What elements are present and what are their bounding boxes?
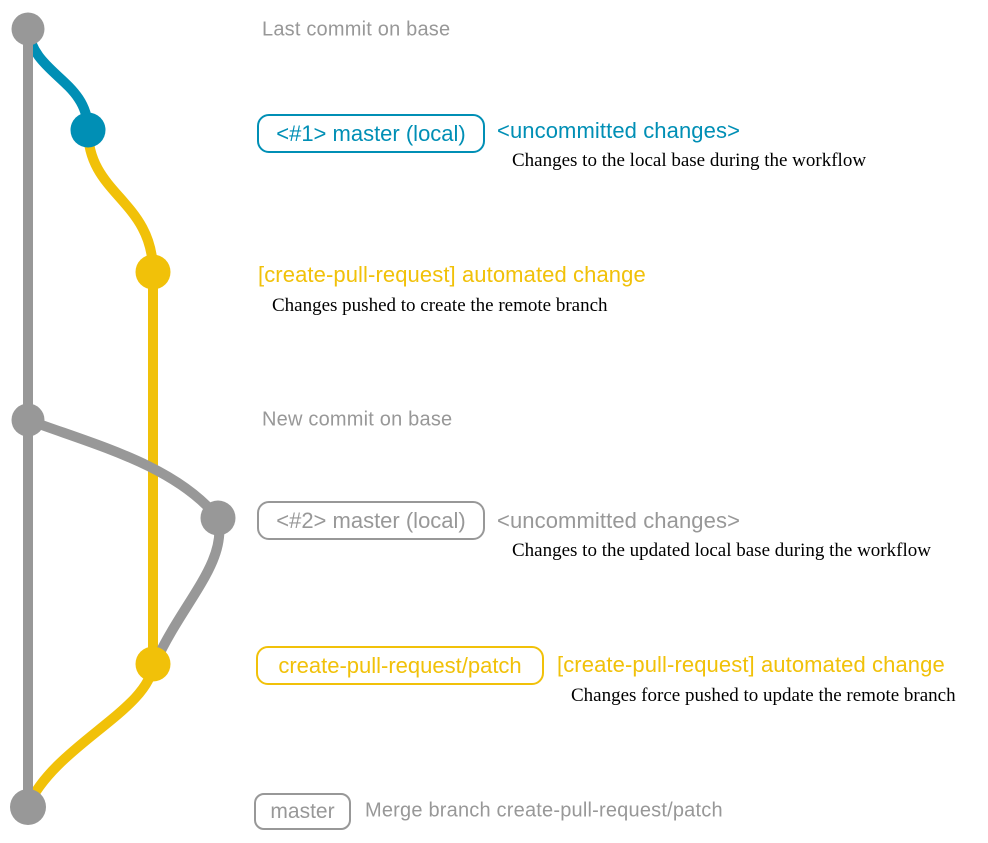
commit-desc-uncommitted-2: Changes to the updated local base during… [512, 540, 931, 561]
branch-badge-create-pull-request-patch: create-pull-request/patch [256, 646, 544, 685]
annotation-new-commit-on-base: New commit on base [262, 408, 453, 431]
commit-dot-merge [10, 789, 46, 825]
commit-desc-automated-1: Changes pushed to create the remote bran… [272, 295, 608, 316]
branch-curve-patch-merge [23, 659, 158, 811]
branch-badge-master: master [254, 793, 351, 830]
commit-dot-patch-1 [135, 254, 171, 290]
commit-title-automated-1: [create-pull-request] automated change [258, 262, 646, 287]
commit-dot-new-base [11, 403, 45, 437]
annotation-last-commit-on-base: Last commit on base [262, 18, 451, 41]
branch-badge-create-pull-request-patch-label: create-pull-request/patch [278, 652, 522, 678]
commit-title-uncommitted-2: <uncommitted changes> [497, 508, 741, 533]
branch-curve-rebase-out [23, 415, 223, 523]
commit-dot-last-base [11, 12, 45, 46]
branch-badge-master-label: master [270, 799, 335, 823]
branch-badge-master-local-2-label: <#2> master (local) [276, 507, 466, 533]
branch-curve-patch-out [83, 125, 158, 277]
branch-badge-master-local-1-label: <#1> master (local) [276, 120, 466, 146]
branch-curve-local-master [23, 24, 93, 135]
commit-desc-uncommitted-1: Changes to the local base during the wor… [512, 150, 867, 171]
commit-title-automated-2: [create-pull-request] automated change [557, 652, 945, 677]
commit-title-uncommitted-1: <uncommitted changes> [497, 118, 741, 143]
commit-desc-automated-2: Changes force pushed to update the remot… [571, 685, 956, 706]
git-graph [10, 12, 236, 825]
commit-dot-local-1 [70, 112, 106, 148]
annotation-merge-branch: Merge branch create-pull-request/patch [365, 799, 723, 822]
commit-dot-local-2 [200, 500, 236, 536]
branch-badge-master-local-2: <#2> master (local) [257, 501, 485, 540]
branch-badge-master-local-1: <#1> master (local) [257, 114, 485, 153]
commit-dot-patch-2 [135, 646, 171, 682]
branch-curve-rebase-in [151, 513, 225, 666]
